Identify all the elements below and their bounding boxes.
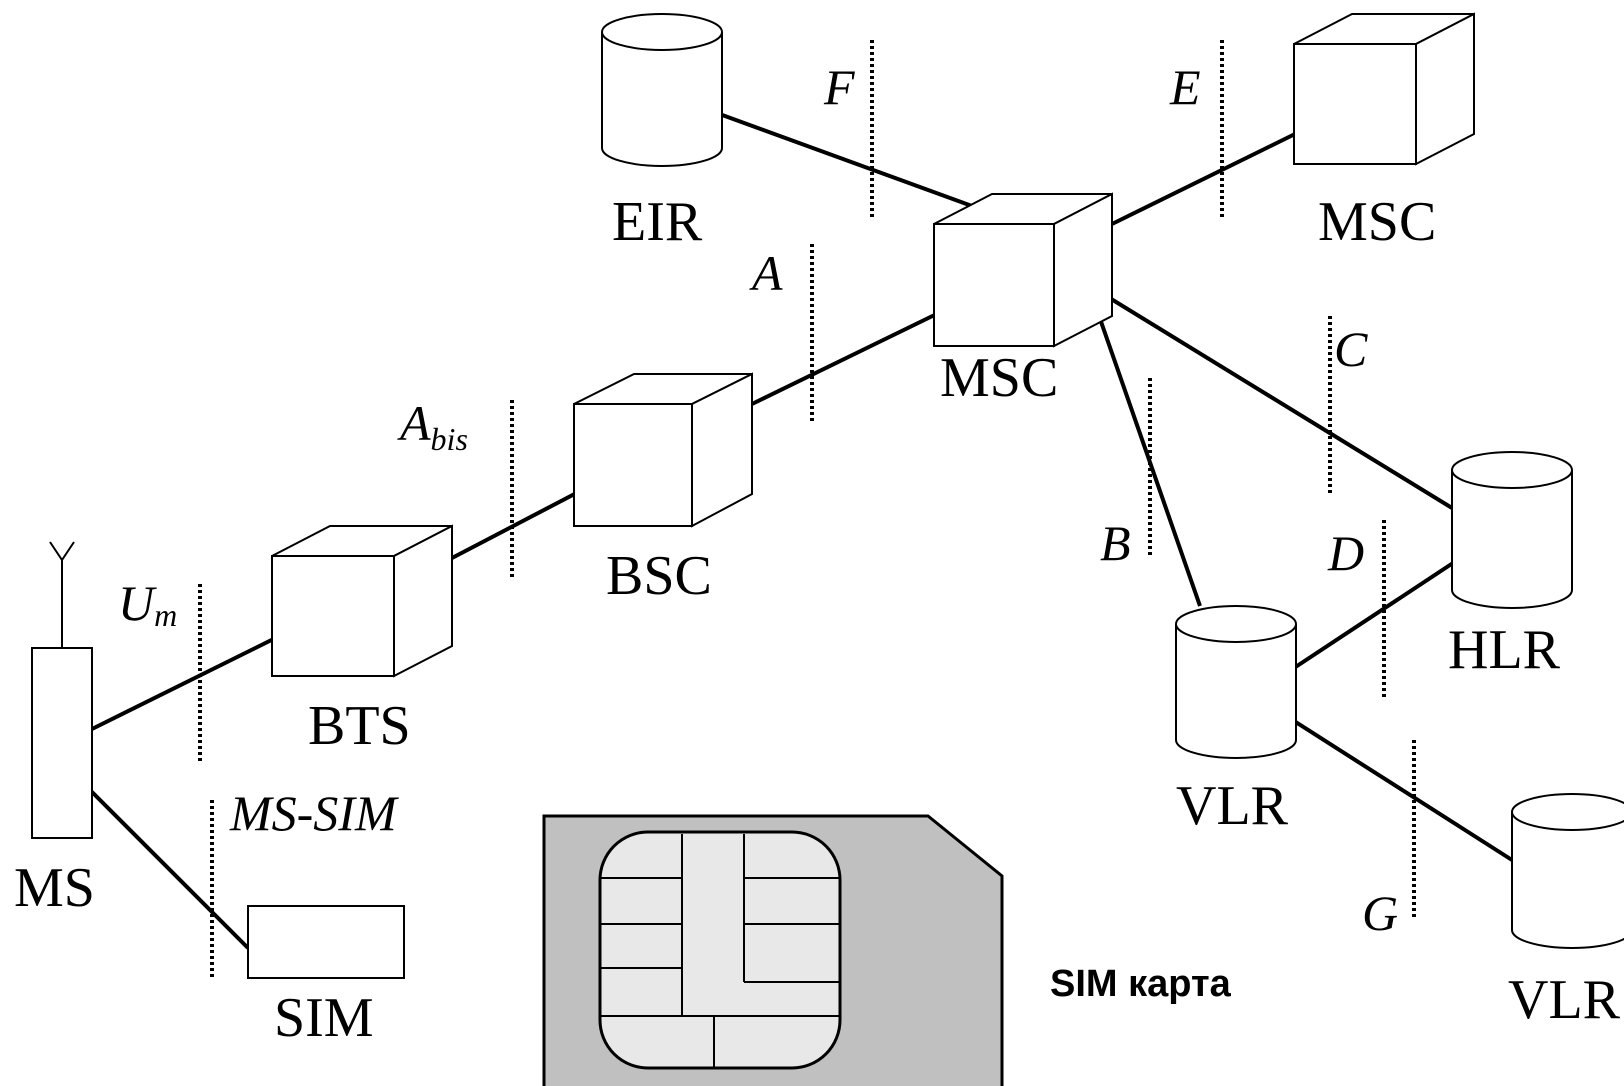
- iface-label-abis-sub: bis: [431, 421, 468, 457]
- iface-label-d: D: [1327, 525, 1364, 581]
- iface-label-e: E: [1169, 59, 1201, 115]
- iface-label-um-sub: m: [154, 597, 177, 633]
- iface-label-ms-sim: MS-SIM: [229, 785, 399, 841]
- link-msc-vlr: [1088, 289, 1202, 607]
- sim-card-illustration: [542, 814, 1004, 1086]
- iface-label-b: B: [1100, 515, 1131, 571]
- link-ms-sim: [88, 788, 250, 950]
- link-eir-msc: [691, 102, 973, 208]
- bsc-cube-icon: [573, 372, 753, 528]
- interface-markers: [198, 40, 1416, 980]
- mobile-station-icon: [31, 541, 93, 839]
- iface-label-um-main: U: [118, 575, 157, 631]
- iface-label-a: A: [749, 245, 783, 301]
- iface-label-um: Um: [118, 575, 177, 633]
- interface-labels: F E A Abis Um C B D G MS-SIM: [118, 59, 1398, 941]
- iface-label-f: F: [823, 59, 855, 115]
- connection-lines: [88, 102, 1514, 950]
- iface-label-abis: Abis: [397, 395, 468, 457]
- node-label-bts: BTS: [308, 695, 411, 757]
- node-labels: EIR MSC MSC BSC BTS MS SIM HLR VLR VLR: [14, 191, 1621, 1049]
- node-label-hlr: HLR: [1448, 619, 1561, 681]
- node-label-msc-remote: MSC: [1318, 191, 1436, 253]
- node-label-eir: EIR: [612, 191, 703, 253]
- node-label-msc-main: MSC: [940, 347, 1058, 409]
- sim-box: [247, 905, 405, 979]
- msc-remote-cube-icon: [1293, 12, 1475, 166]
- vlr-remote-cylinder-icon: [1511, 793, 1624, 949]
- bts-cube-icon: [271, 524, 453, 678]
- node-label-vlr-main: VLR: [1176, 775, 1289, 837]
- link-msc-hlr: [1088, 284, 1454, 510]
- node-label-ms: MS: [14, 857, 95, 919]
- iface-label-abis-main: A: [397, 395, 431, 451]
- node-label-vlr-remote: VLR: [1508, 969, 1621, 1031]
- msc-main-cube-icon: [933, 192, 1113, 348]
- sim-card-caption: SIM карта: [1050, 963, 1232, 1005]
- vlr-main-cylinder-icon: [1175, 605, 1297, 759]
- sim-chip-icon: [598, 830, 842, 1070]
- node-label-bsc: BSC: [606, 545, 712, 607]
- hlr-cylinder-icon: [1451, 451, 1573, 609]
- iface-label-g: G: [1362, 885, 1398, 941]
- node-label-sim: SIM: [274, 987, 374, 1049]
- eir-cylinder-icon: [601, 13, 723, 167]
- iface-label-c: C: [1334, 321, 1368, 377]
